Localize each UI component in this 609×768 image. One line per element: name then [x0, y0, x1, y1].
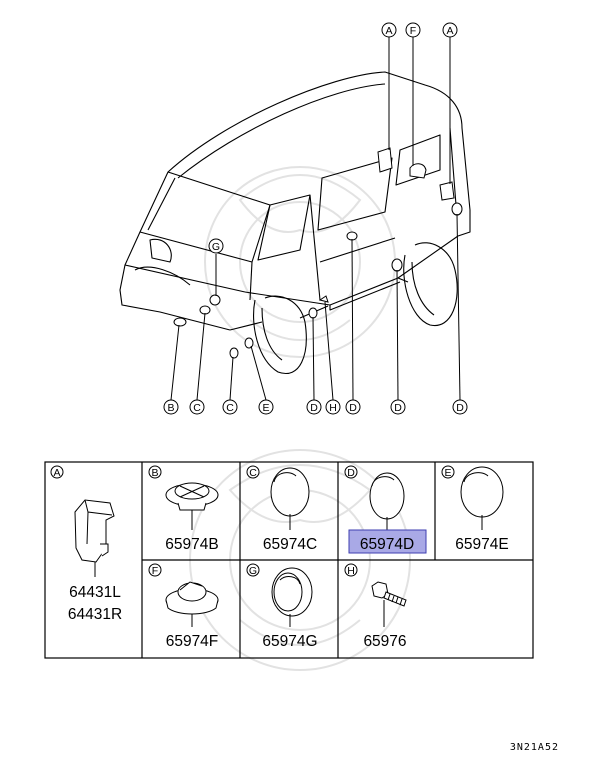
svg-text:C: C — [193, 402, 201, 414]
cell-h[interactable]: H 65976 — [344, 563, 407, 650]
callout-bottom-9: D — [452, 399, 468, 415]
rubber-plug-round-icon — [369, 472, 405, 520]
cell-c-letter: C — [249, 467, 257, 479]
part-64431l: 64431L — [69, 584, 121, 601]
cell-a-letter: A — [53, 467, 60, 479]
callout-top-a2: A — [442, 22, 458, 38]
part-65974d: 65974D — [360, 536, 414, 553]
svg-text:C: C — [226, 402, 234, 414]
rubber-plug-round-icon — [270, 467, 310, 517]
part-65976: 65976 — [363, 633, 406, 650]
callouts: A F A G B C C E — [163, 22, 468, 415]
callout-bottom-6: H — [325, 399, 341, 415]
callout-bottom-1: B — [163, 399, 179, 415]
svg-text:B: B — [167, 402, 174, 414]
svg-text:D: D — [394, 402, 402, 414]
van-fasteners — [173, 147, 463, 359]
part-65974e: 65974E — [455, 536, 508, 553]
part-64431r: 64431R — [68, 606, 122, 623]
rubber-plug-stepped-icon — [165, 581, 219, 615]
cell-e-letter: E — [444, 467, 451, 479]
callout-bottom-3: C — [222, 399, 238, 415]
cell-h-letter: H — [347, 565, 355, 577]
part-65974g: 65974G — [262, 633, 317, 650]
svg-text:F: F — [410, 25, 416, 37]
callout-top-f: F — [405, 22, 421, 38]
parts-table — [44, 461, 534, 659]
cell-a[interactable]: A 64431L 64431R — [50, 465, 122, 623]
callout-top-a1: A — [381, 22, 397, 38]
cell-c[interactable]: C 65974C — [246, 465, 317, 553]
svg-text:A: A — [385, 25, 392, 37]
callout-bottom-5: D — [306, 399, 322, 415]
part-65974b: 65974B — [165, 536, 218, 553]
cell-e[interactable]: E 65974E — [441, 465, 509, 553]
cell-b[interactable]: B 65974B — [148, 465, 219, 553]
highlight-box — [348, 529, 427, 554]
callout-bottom-4: E — [258, 399, 274, 415]
part-65974f: 65974F — [166, 633, 219, 650]
svg-text:H: H — [329, 402, 337, 414]
clip-bracket-icon — [74, 499, 115, 563]
cell-g[interactable]: G 65974G — [246, 563, 318, 650]
svg-text:E: E — [262, 402, 269, 414]
callout-bottom-2: C — [189, 399, 205, 415]
rubber-plug-round-icon — [460, 466, 504, 518]
cell-g-letter: G — [249, 565, 257, 577]
bolt-screw-icon — [371, 581, 407, 607]
cell-f[interactable]: F 65974F — [148, 563, 219, 650]
leader-lines — [170, 37, 461, 401]
cell-d-letter: D — [347, 467, 355, 479]
svg-text:G: G — [212, 241, 220, 253]
reference-code: 3N21A52 — [510, 742, 559, 753]
grommet-ring-icon — [271, 567, 313, 617]
callout-g: G — [208, 238, 224, 254]
callout-bottom-7: D — [345, 399, 361, 415]
callout-bottom-8: D — [390, 399, 406, 415]
cell-f-letter: F — [152, 565, 158, 577]
cell-b-letter: B — [151, 467, 158, 479]
svg-text:D: D — [456, 402, 464, 414]
van-outline-icon — [119, 71, 471, 374]
part-65974c: 65974C — [263, 536, 317, 553]
grommet-plug-icon — [165, 482, 219, 511]
cell-d[interactable]: D 65974D — [344, 465, 427, 554]
svg-text:A: A — [446, 25, 453, 37]
svg-text:D: D — [349, 402, 357, 414]
svg-text:D: D — [310, 402, 318, 414]
